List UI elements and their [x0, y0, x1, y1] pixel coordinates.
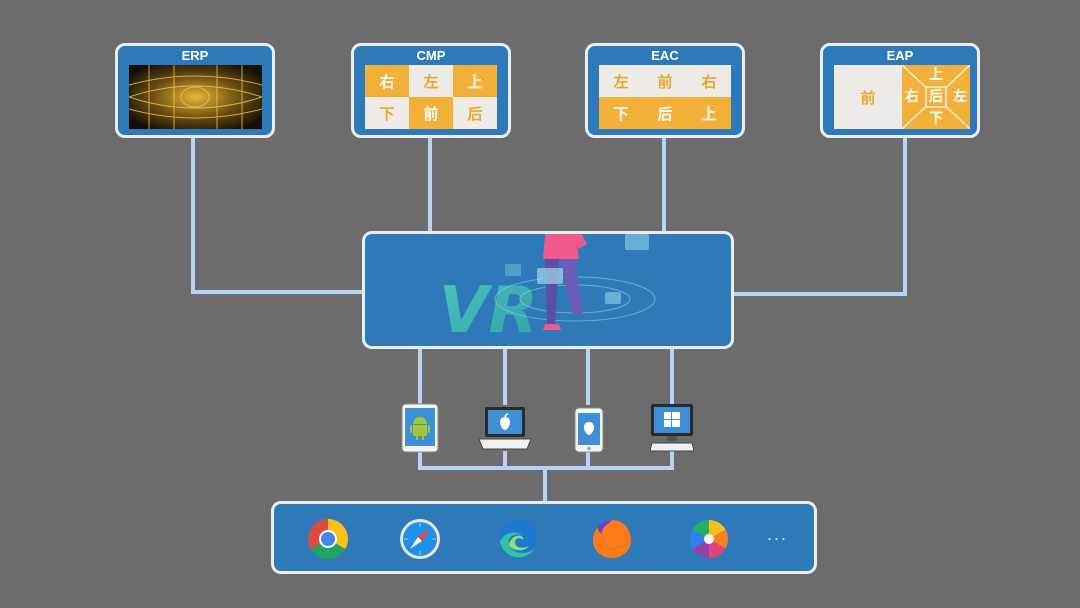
- cmp-face-cell: 前: [409, 97, 453, 129]
- safari-icon: [400, 519, 440, 559]
- cmp-face-grid: 右左上下前后: [365, 65, 497, 129]
- cmp-face-cell: 右: [365, 65, 409, 97]
- eac-face-cell: 上: [687, 97, 731, 129]
- connector-eap: [730, 136, 907, 296]
- eap-layout: 前 上 右 后 左 下: [834, 65, 970, 129]
- eac-face-grid: 左前右下后上: [599, 65, 731, 129]
- vr-hub-panel: VR: [362, 231, 734, 349]
- vr-logo-text: VR: [439, 274, 537, 340]
- cmp-face-cell: 后: [453, 97, 497, 129]
- cmp-face-cell: 下: [365, 97, 409, 129]
- eac-face-cell: 左: [599, 65, 643, 97]
- eac-face-cell: 前: [643, 65, 687, 97]
- cmp-title: CMP: [416, 48, 446, 63]
- apple-laptop-icon: [478, 406, 532, 457]
- erp-title: ERP: [181, 48, 209, 63]
- cmp-format-box: CMP 右左上下前后: [351, 43, 511, 138]
- browser-pinwheel-icon: [689, 519, 729, 559]
- eac-face-cell: 后: [643, 97, 687, 129]
- eap-face-top: 上: [929, 67, 943, 83]
- eap-title: EAP: [886, 48, 914, 63]
- eac-format-box: EAC 左前右下后上: [585, 43, 745, 138]
- browser-bar: ···: [271, 501, 817, 574]
- vr-user-illustration: [494, 234, 656, 330]
- erp-panorama-image: [129, 65, 262, 129]
- eac-face-cell: 右: [687, 65, 731, 97]
- edge-icon: [499, 520, 537, 558]
- eap-face-front: 前: [834, 65, 902, 129]
- windows-desktop-icon: [649, 403, 695, 458]
- eap-face-bottom: 下: [929, 111, 943, 127]
- connector-erp: [191, 136, 366, 294]
- cmp-face-cell: 上: [453, 65, 497, 97]
- eap-format-box: EAP 前 上 右 后 左 下: [820, 43, 980, 138]
- eac-face-cell: 下: [599, 97, 643, 129]
- android-tablet-icon: [400, 403, 440, 458]
- eap-face-center: 后: [929, 89, 943, 105]
- erp-format-box: ERP: [115, 43, 275, 138]
- eap-pyramid: 上 右 后 左 下: [902, 65, 970, 129]
- more-dots-icon: ···: [766, 528, 788, 548]
- cmp-face-cell: 左: [409, 65, 453, 97]
- vr-logo: VR: [439, 274, 537, 340]
- firefox-icon: [593, 520, 631, 558]
- apple-phone-icon: [574, 407, 604, 458]
- eac-title: EAC: [651, 48, 679, 63]
- eap-face-left: 右: [905, 89, 919, 105]
- chrome-icon: [308, 519, 348, 559]
- eap-face-right: 左: [953, 89, 967, 105]
